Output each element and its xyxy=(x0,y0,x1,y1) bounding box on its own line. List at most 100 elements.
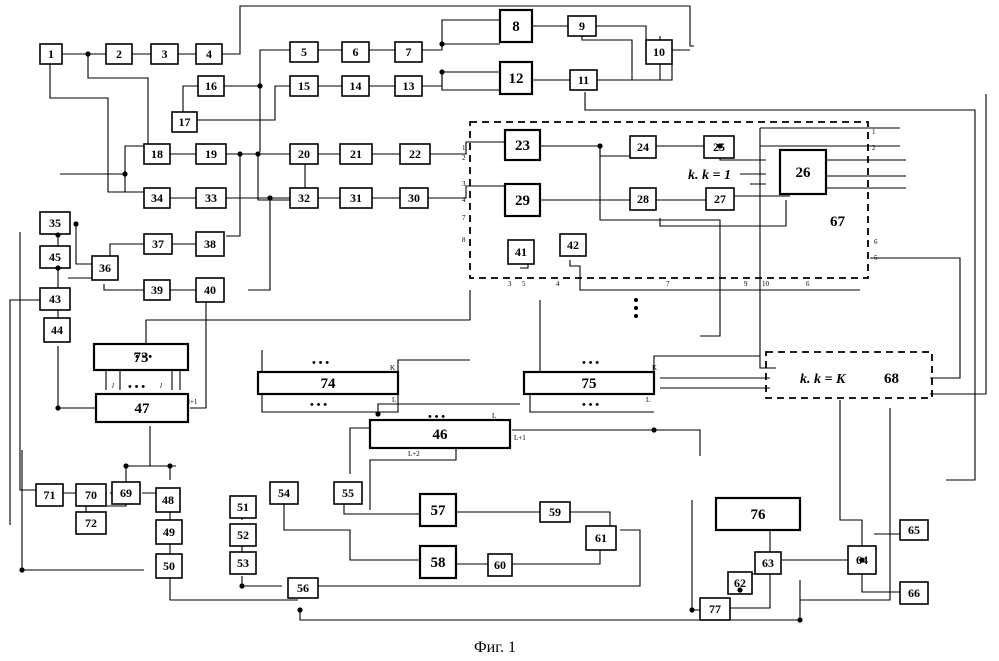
port-lp1-47: l+1 xyxy=(188,398,198,406)
block-70-label: 70 xyxy=(85,488,97,502)
block-31-label: 31 xyxy=(350,191,362,205)
junction-dot xyxy=(85,51,90,56)
block-44: 44 xyxy=(44,318,70,342)
module-67-title: k. k = 1 xyxy=(688,168,731,183)
block-12: 12 xyxy=(500,62,532,94)
block-19-label: 19 xyxy=(205,147,217,161)
block-77-label: 77 xyxy=(709,602,721,616)
block-6: 6 xyxy=(342,42,369,62)
junction-dot xyxy=(237,151,242,156)
block-17-label: 17 xyxy=(179,115,191,129)
junction-dot xyxy=(859,557,864,562)
junction-dot xyxy=(297,607,302,612)
block-32-label: 32 xyxy=(298,191,310,205)
block-34: 34 xyxy=(144,188,170,208)
block-46-label: 46 xyxy=(433,427,449,443)
module-gap-dot xyxy=(634,314,638,318)
port-2: 2 xyxy=(462,154,466,162)
block-77: 77 xyxy=(700,598,730,620)
junction-dot xyxy=(375,411,380,416)
bus-dots-under-75: • • • xyxy=(582,399,599,411)
blocks-layer: 1234567891011121314151617181920212223242… xyxy=(19,10,928,623)
block-66-label: 66 xyxy=(908,586,920,600)
block-30-label: 30 xyxy=(408,191,420,205)
block-65: 65 xyxy=(900,520,928,540)
block-36: 36 xyxy=(92,256,118,280)
port-L-75: L xyxy=(646,396,650,404)
block-57: 57 xyxy=(420,494,456,526)
block-11-label: 11 xyxy=(578,73,589,87)
junction-dot xyxy=(737,587,742,592)
block-39: 39 xyxy=(144,280,170,300)
block-23-label: 23 xyxy=(515,138,530,154)
block-47: 47 xyxy=(96,394,188,422)
block-43: 43 xyxy=(40,288,70,310)
figure-caption: Фиг. 1 xyxy=(474,639,516,656)
block-29-label: 29 xyxy=(515,193,530,209)
block-53-label: 53 xyxy=(237,556,249,570)
block-17: 17 xyxy=(172,112,197,132)
block-41: 41 xyxy=(508,240,534,264)
junction-dot xyxy=(267,195,272,200)
junction-dot xyxy=(689,607,694,612)
block-4: 4 xyxy=(196,44,222,64)
junction-dot xyxy=(717,143,722,148)
block-18: 18 xyxy=(144,144,170,164)
block-59: 59 xyxy=(540,502,570,522)
block-52-label: 52 xyxy=(237,528,249,542)
port-L-46: L xyxy=(492,412,496,420)
block-54: 54 xyxy=(270,482,298,504)
port-Lp2-46: L+2 xyxy=(408,450,420,458)
block-18-label: 18 xyxy=(151,147,163,161)
block-41-label: 41 xyxy=(515,245,527,259)
block-50: 50 xyxy=(156,554,182,578)
block-42: 42 xyxy=(560,234,586,256)
block-60: 60 xyxy=(488,554,512,576)
block-66: 66 xyxy=(900,582,928,604)
block-21: 21 xyxy=(340,144,372,164)
block-61-label: 61 xyxy=(595,531,607,545)
junction-dot xyxy=(55,405,60,410)
junction-dot xyxy=(239,583,244,588)
port-3b: 3 xyxy=(508,280,512,288)
port-6b: 6 xyxy=(874,238,878,246)
block-52: 52 xyxy=(230,524,256,546)
block-47-label: 47 xyxy=(135,401,151,417)
block-3: 3 xyxy=(151,44,178,64)
module-gap-dot xyxy=(634,298,638,302)
block-22-label: 22 xyxy=(409,147,421,161)
block-3-label: 3 xyxy=(162,47,168,61)
block-10: 10 xyxy=(646,40,672,64)
block-35: 35 xyxy=(40,212,70,234)
block-15-label: 15 xyxy=(298,79,310,93)
block-45: 45 xyxy=(40,246,70,268)
block-37: 37 xyxy=(144,234,172,254)
block-46: 46 xyxy=(370,420,510,448)
block-16-label: 16 xyxy=(205,79,217,93)
block-58-label: 58 xyxy=(431,555,446,571)
block-40: 40 xyxy=(196,278,224,302)
junction-dot xyxy=(651,427,656,432)
block-23: 23 xyxy=(505,130,540,160)
block-9-label: 9 xyxy=(579,19,585,33)
block-74: 74 xyxy=(258,372,398,394)
block-35-label: 35 xyxy=(49,216,61,230)
module-67-label: 67 xyxy=(830,214,846,230)
block-37-label: 37 xyxy=(152,237,164,251)
block-7-label: 7 xyxy=(406,45,412,59)
block-39-label: 39 xyxy=(151,283,163,297)
block-8-label: 8 xyxy=(512,19,520,35)
port-9: 9 xyxy=(744,280,748,288)
block-24: 24 xyxy=(630,136,656,158)
module-gap-dot xyxy=(634,306,638,310)
port-5: 5 xyxy=(522,280,526,288)
junction-dot xyxy=(73,221,78,226)
port-4: 4 xyxy=(462,196,466,204)
block-63: 63 xyxy=(755,552,781,574)
block-38: 38 xyxy=(196,232,224,256)
block-26-label: 26 xyxy=(796,165,812,181)
port-K-75: K xyxy=(652,364,657,372)
block-57-label: 57 xyxy=(431,503,447,519)
block-30: 30 xyxy=(400,188,428,208)
block-19: 19 xyxy=(196,144,226,164)
